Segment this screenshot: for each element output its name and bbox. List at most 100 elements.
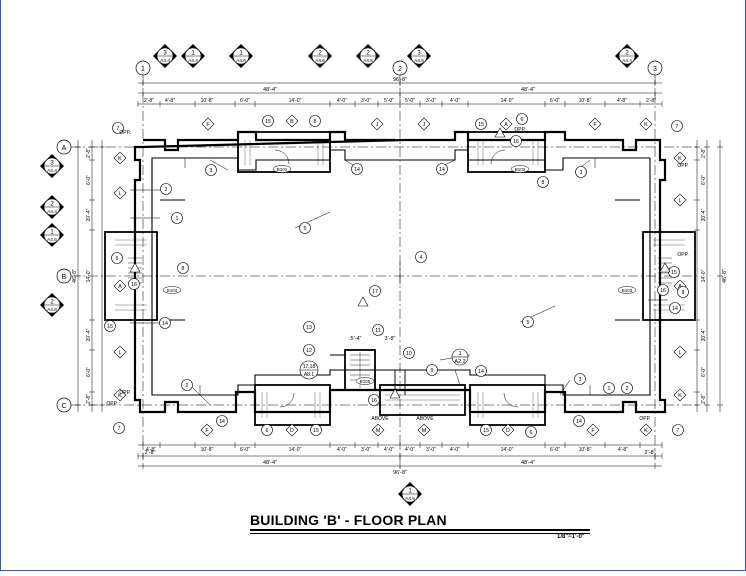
grid-bubble-2: 2 (392, 60, 408, 76)
svg-text:6: 6 (530, 430, 533, 436)
section-marker-left: 2A4.6 (40, 293, 64, 317)
door-tag: K (639, 117, 653, 131)
opp-label-2: OPP. (514, 127, 525, 133)
section-marker-top: 1A4.4 (181, 44, 205, 68)
svg-text:3: 3 (580, 170, 583, 176)
keynote-bubble: 10 (403, 347, 415, 359)
section-number: 1 (239, 51, 243, 57)
keynote-bubble: 16 (657, 284, 669, 296)
section-number: 1 (50, 230, 54, 236)
section-sheet: A4.6 (236, 58, 246, 64)
svg-text:B102: B102 (515, 167, 526, 172)
door-tag: K (639, 423, 653, 437)
svg-text:L: L (678, 350, 681, 356)
svg-text:B105: B105 (360, 379, 371, 384)
dimension-bottom-segments: 4'-8"10'-8"6'-0"14'-0"4'-0"3'-0"4'-0"4'-… (146, 447, 628, 453)
dim-bottom-segment: 14'-0" (501, 447, 514, 453)
keynote-bubble: 2 (181, 379, 193, 391)
keynote-bubble: 3 (574, 373, 586, 385)
svg-text:A8.1: A8.1 (304, 372, 315, 378)
keynote-bubble: 6 (261, 424, 273, 436)
keynote-bubble: 16 (510, 135, 522, 147)
svg-text:15: 15 (671, 270, 677, 276)
svg-text:A: A (504, 122, 508, 128)
svg-text:1: 1 (176, 216, 179, 222)
keynote-bubble: 14 (669, 302, 681, 314)
grid-bubble-3: 3 (647, 60, 663, 76)
svg-text:8: 8 (314, 119, 317, 125)
door-tag: M (371, 423, 385, 437)
dim-left-overall: 46'-8" (72, 269, 78, 283)
plan-labels: OPP. OPP. OPP. OPP. OPP. OPP. OPP. ABOVE… (106, 127, 688, 422)
svg-text:15: 15 (478, 122, 484, 128)
door-tag: L (673, 193, 687, 207)
keynote-bubble: 7 (672, 424, 684, 436)
keynote-bubble: 9 (426, 364, 438, 376)
dim-top-segment: 5'-0" (405, 98, 415, 104)
keynote-bubble: 6 (525, 426, 537, 438)
svg-text:7: 7 (117, 126, 120, 132)
dim-half-top-left: 48'-4" (263, 87, 277, 93)
svg-text:3: 3 (210, 168, 213, 174)
svg-text:8: 8 (182, 266, 185, 272)
svg-text:10: 10 (406, 351, 412, 357)
svg-text:F: F (593, 122, 597, 128)
svg-text:15: 15 (107, 324, 113, 330)
section-sheet: A4.4 (160, 58, 170, 64)
dimension-left-segments: 2'-8"6'-0"20'-4"14'-0"20'-4"6'-0"2'-8" (86, 148, 92, 404)
room-tag-b105: B105 (355, 377, 375, 385)
dimension-right-segments: 2'-8"6'-0"20'-4"14'-0"20'-4"6'-0"2'-8" (701, 148, 707, 404)
section-sheet: A4.5 (414, 58, 424, 64)
svg-text:15: 15 (265, 119, 271, 125)
keynote-bubble: 5 (299, 222, 311, 234)
keynote-bubble: 15 (480, 424, 492, 436)
room-tag-b103: B103 (617, 286, 637, 294)
svg-text:K: K (644, 428, 648, 434)
door-tag: A (499, 117, 513, 131)
svg-text:17: 17 (372, 289, 378, 295)
door-tag: J (417, 117, 431, 131)
svg-text:K: K (644, 122, 648, 128)
keynote-bubble: 6 (516, 113, 528, 125)
svg-text:M: M (376, 428, 381, 434)
triangle-icon (494, 127, 506, 138)
dim-top-segment: 5'-0" (384, 98, 394, 104)
section-marker-left: 3A4.4 (40, 154, 64, 178)
keynote-bubble: 2 (621, 382, 633, 394)
room-tag-b101: B101 (272, 165, 292, 173)
title-underline-thin (250, 533, 590, 534)
dim-half-bottom-right: 48'-4" (521, 460, 535, 466)
section-number: 3 (163, 51, 167, 57)
drawing-scale: 1/8"=1'-0" (557, 534, 585, 540)
svg-text:14: 14 (672, 306, 678, 312)
section-number: 2 (318, 51, 322, 57)
door-tag: K (113, 388, 127, 402)
dimension-top-segments: 2'-8"4'-8"10'-8"6'-0"14'-0"4'-0"3'-0"5'-… (144, 98, 656, 104)
grid-bubble-c: C (56, 397, 72, 413)
svg-text:4: 4 (420, 255, 423, 261)
door-tag: L (113, 345, 127, 359)
dim-left-segment: 2'-8" (86, 148, 92, 158)
dim-overall-top: 96'-8" (393, 77, 407, 83)
door-tag: M (417, 423, 431, 437)
grid-bubble-b: B (56, 268, 72, 284)
door-tag: A (113, 279, 127, 293)
dim-right-segment: 20'-4" (701, 328, 707, 341)
dim-right-segment: 2'-8" (701, 394, 707, 404)
section-sheet: A4.6 (315, 58, 325, 64)
svg-text:17,18: 17,18 (303, 364, 316, 370)
keynote-bubble: 3 (575, 166, 587, 178)
dim-left-segment: 14'-0" (86, 269, 92, 282)
section-sheet: A4.5 (405, 496, 415, 502)
section-marker-left: 2A4.4 (40, 195, 64, 219)
above-label-1: ABOVE (371, 416, 389, 422)
dimension-lines (75, 80, 723, 469)
svg-text:16: 16 (660, 288, 666, 294)
dim-edge-bottom-right: 2'-8" (645, 450, 656, 456)
keynote-bubble: 14 (436, 163, 448, 175)
svg-text:7: 7 (118, 426, 121, 432)
keynote-bubble: 11 (372, 324, 384, 336)
door-tag: J (370, 117, 384, 131)
svg-text:F: F (206, 122, 210, 128)
